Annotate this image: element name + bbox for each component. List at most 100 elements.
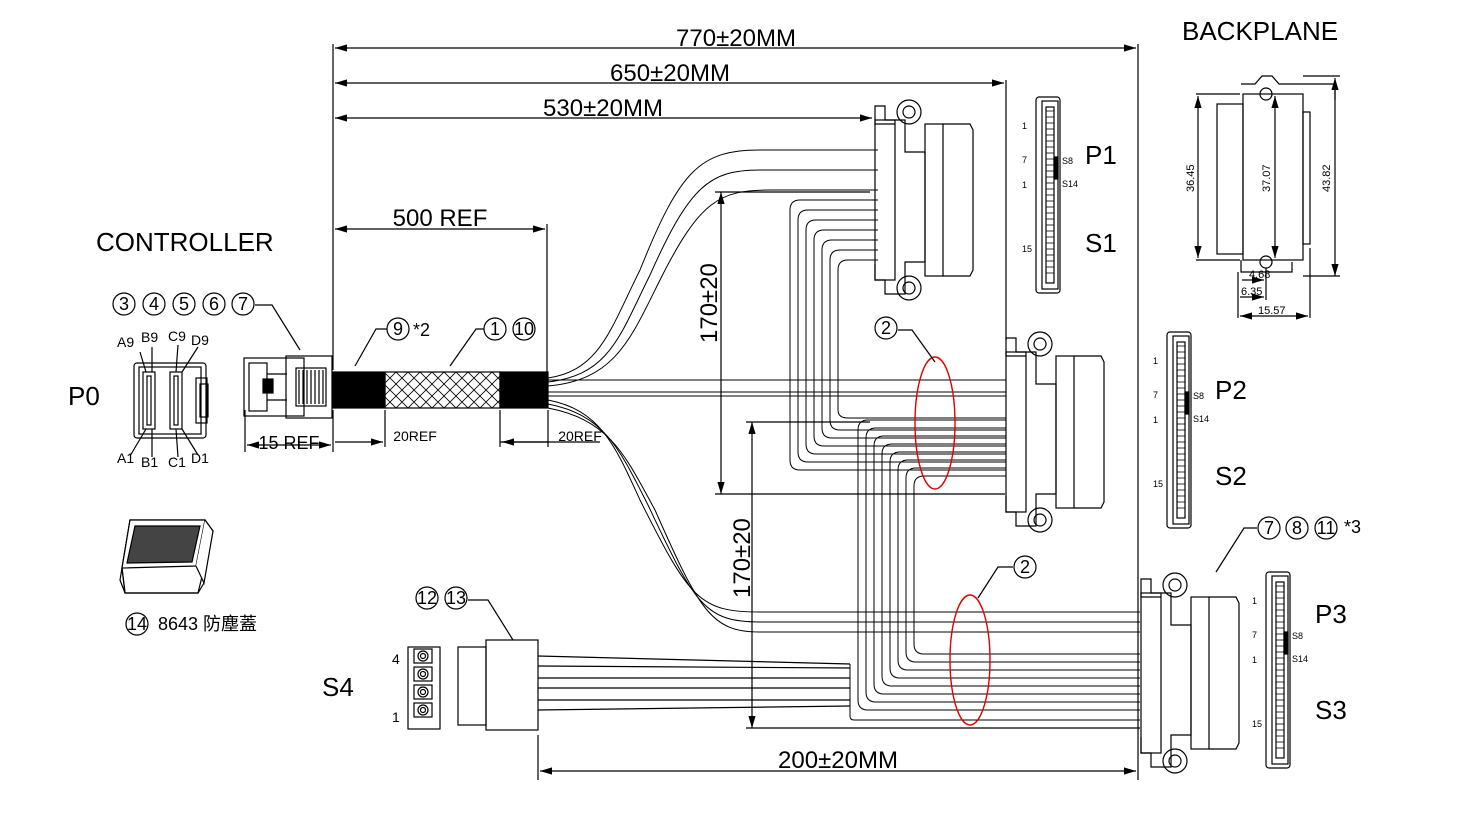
s8-label: S8 <box>1062 156 1073 166</box>
dim-170-lower: 170±20 <box>729 518 756 598</box>
pin-c9: C9 <box>168 328 186 344</box>
callout-9-note: *2 <box>413 320 430 340</box>
p3-receptacle <box>1140 572 1240 774</box>
wire <box>913 475 1140 655</box>
wire <box>547 169 878 383</box>
callout-3: 3 <box>112 292 136 316</box>
callout-9: 9 <box>386 317 410 341</box>
callout-6: 6 <box>202 292 226 316</box>
callout-14: 14 <box>125 612 149 636</box>
svg-text:2: 2 <box>1020 557 1030 577</box>
bp-dim-37-07: 37.07 <box>1261 164 1273 192</box>
s4-pin <box>413 648 433 664</box>
s4-pin-1: 1 <box>392 709 400 725</box>
svg-text:14: 14 <box>127 614 147 634</box>
wire <box>865 427 1140 703</box>
bp-dim-15-57: 15.57 <box>1258 305 1286 317</box>
p3-pin-label: 7 <box>1252 630 1257 640</box>
dim-15-ref: 15 REF <box>258 433 319 453</box>
bp-dim-6-35: 6.35 <box>1241 286 1262 298</box>
label-s2: S2 <box>1215 461 1247 491</box>
label-p2: P2 <box>1215 375 1247 405</box>
p2-pin-label: 1 <box>1153 356 1158 366</box>
s4-pin <box>413 684 433 700</box>
receptacle-side-views <box>874 99 1240 774</box>
wire <box>789 199 1006 471</box>
callout-10: 10 <box>512 317 536 341</box>
wire <box>849 664 1140 721</box>
wire <box>547 407 1140 633</box>
bp-dim-43-82: 43.82 <box>1321 164 1333 192</box>
p1-pin-label: 7 <box>1022 155 1027 165</box>
p3-pin-label: 1 <box>1252 655 1257 665</box>
svg-text:13: 13 <box>446 588 466 608</box>
p3-pin-label: 15 <box>1252 719 1262 729</box>
callout-2-lower: 2 <box>1013 555 1037 579</box>
p0-face-view <box>129 344 209 458</box>
receptacle-pin-views <box>1035 96 1291 769</box>
wire <box>805 219 1006 455</box>
svg-text:11: 11 <box>1317 518 1336 538</box>
highlight-ellipse-upper <box>914 356 956 490</box>
breakout-wires <box>547 149 1140 721</box>
callout-12: 12 <box>415 586 439 610</box>
p2-pin-view <box>1166 331 1192 529</box>
callout-7: 7 <box>231 292 255 316</box>
svg-text:1: 1 <box>490 319 500 339</box>
callout-5: 5 <box>172 292 196 316</box>
dust-cap-label: 8643 防塵蓋 <box>158 614 257 634</box>
callout-13: 13 <box>444 586 468 610</box>
wire <box>881 443 1140 687</box>
callout-7-lower: 7 <box>1257 516 1281 540</box>
pin-b9: B9 <box>141 329 158 345</box>
svg-text:7: 7 <box>1264 518 1274 538</box>
p2-pin-label: 15 <box>1153 479 1163 489</box>
callout-4: 4 <box>142 292 166 316</box>
wire <box>547 189 878 387</box>
p2-pin-label: 7 <box>1153 390 1158 400</box>
wire <box>905 467 1140 663</box>
svg-text:8: 8 <box>1292 518 1302 538</box>
s4-pin-4: 4 <box>392 651 400 667</box>
s14-label: S14 <box>1193 414 1209 424</box>
pin-a1: A1 <box>117 450 134 466</box>
bp-dim-36-45: 36.45 <box>1185 164 1197 192</box>
callout-11-note: *3 <box>1344 517 1361 537</box>
p2-pin-label: 1 <box>1153 415 1158 425</box>
p2-receptacle <box>1005 331 1105 533</box>
pin-d1: D1 <box>191 450 209 466</box>
wire <box>547 403 1140 623</box>
bp-dim-4-68: 4.68 <box>1249 269 1270 281</box>
s4-connector-drawing <box>407 639 851 731</box>
p0-plug-side-view <box>243 355 333 419</box>
label-p1: P1 <box>1085 140 1117 170</box>
label-s1: S1 <box>1085 228 1117 258</box>
callout-2-upper: 2 <box>874 316 898 340</box>
pin-b1: B1 <box>141 454 158 470</box>
s8-label: S8 <box>1292 631 1303 641</box>
highlight-ellipse-lower <box>949 594 991 726</box>
wire <box>873 435 1140 695</box>
callout-1: 1 <box>483 317 507 341</box>
p1-pin-label: 1 <box>1022 121 1027 131</box>
dim-20-ref-a: 20REF <box>393 428 437 444</box>
label-s4: S4 <box>322 672 354 702</box>
callout-8: 8 <box>1285 516 1309 540</box>
svg-text:9: 9 <box>393 319 403 339</box>
s8-label: S8 <box>1193 391 1204 401</box>
dim-20-ref-b: 20REF <box>558 428 602 444</box>
p3-pin-view <box>1265 571 1291 769</box>
pin-a9: A9 <box>117 334 134 350</box>
label-p0: P0 <box>68 381 100 411</box>
s14-label: S14 <box>1292 654 1308 664</box>
dimension-lines <box>244 44 1140 780</box>
s14-label: S14 <box>1062 179 1078 189</box>
dim-s4-length: 200±20MM <box>778 747 898 774</box>
svg-text:5: 5 <box>179 294 189 314</box>
wire <box>797 209 1006 463</box>
wire <box>547 149 878 379</box>
dim-overall: 770±20MM <box>676 25 796 52</box>
wire <box>547 399 1140 613</box>
p3-pin-label: 1 <box>1252 596 1257 606</box>
